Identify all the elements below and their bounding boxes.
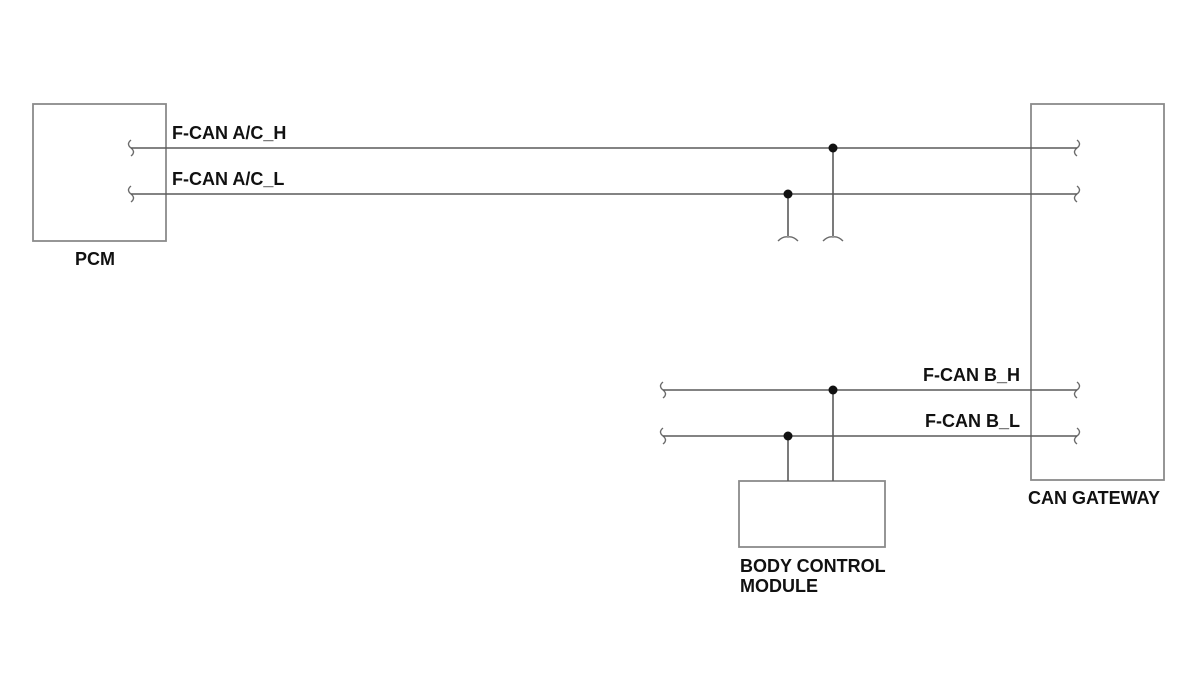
splice-b-l [783, 431, 793, 441]
label-f-can-ac-l: F-CAN A/C_L [172, 169, 284, 189]
bcm-label-line1: BODY CONTROL [740, 556, 886, 576]
can-gateway-module: CAN GATEWAY [1028, 103, 1165, 508]
branch-ac-l-connector [777, 236, 799, 242]
f-can-b-bus: F-CAN B_H F-CAN B_L [659, 365, 1077, 481]
branch-ac-h-connector [822, 236, 844, 242]
splice-b-h [828, 385, 838, 395]
pcm-label: PCM [75, 249, 115, 269]
f-can-ac-bus: F-CAN A/C_H F-CAN A/C_L [131, 123, 1077, 242]
label-f-can-b-h: F-CAN B_H [923, 365, 1020, 385]
pcm-module: PCM [32, 103, 167, 269]
splice-ac-h [828, 143, 838, 153]
splice-ac-l [783, 189, 793, 199]
pcm-box [32, 103, 167, 242]
label-f-can-b-l: F-CAN B_L [925, 411, 1020, 431]
bcm-box [738, 480, 886, 548]
can-gateway-box [1030, 103, 1165, 481]
body-control-module: BODY CONTROL MODULE [738, 480, 886, 596]
bcm-label-line2: MODULE [740, 576, 818, 596]
can-gateway-label: CAN GATEWAY [1028, 488, 1160, 508]
label-f-can-ac-h: F-CAN A/C_H [172, 123, 286, 143]
